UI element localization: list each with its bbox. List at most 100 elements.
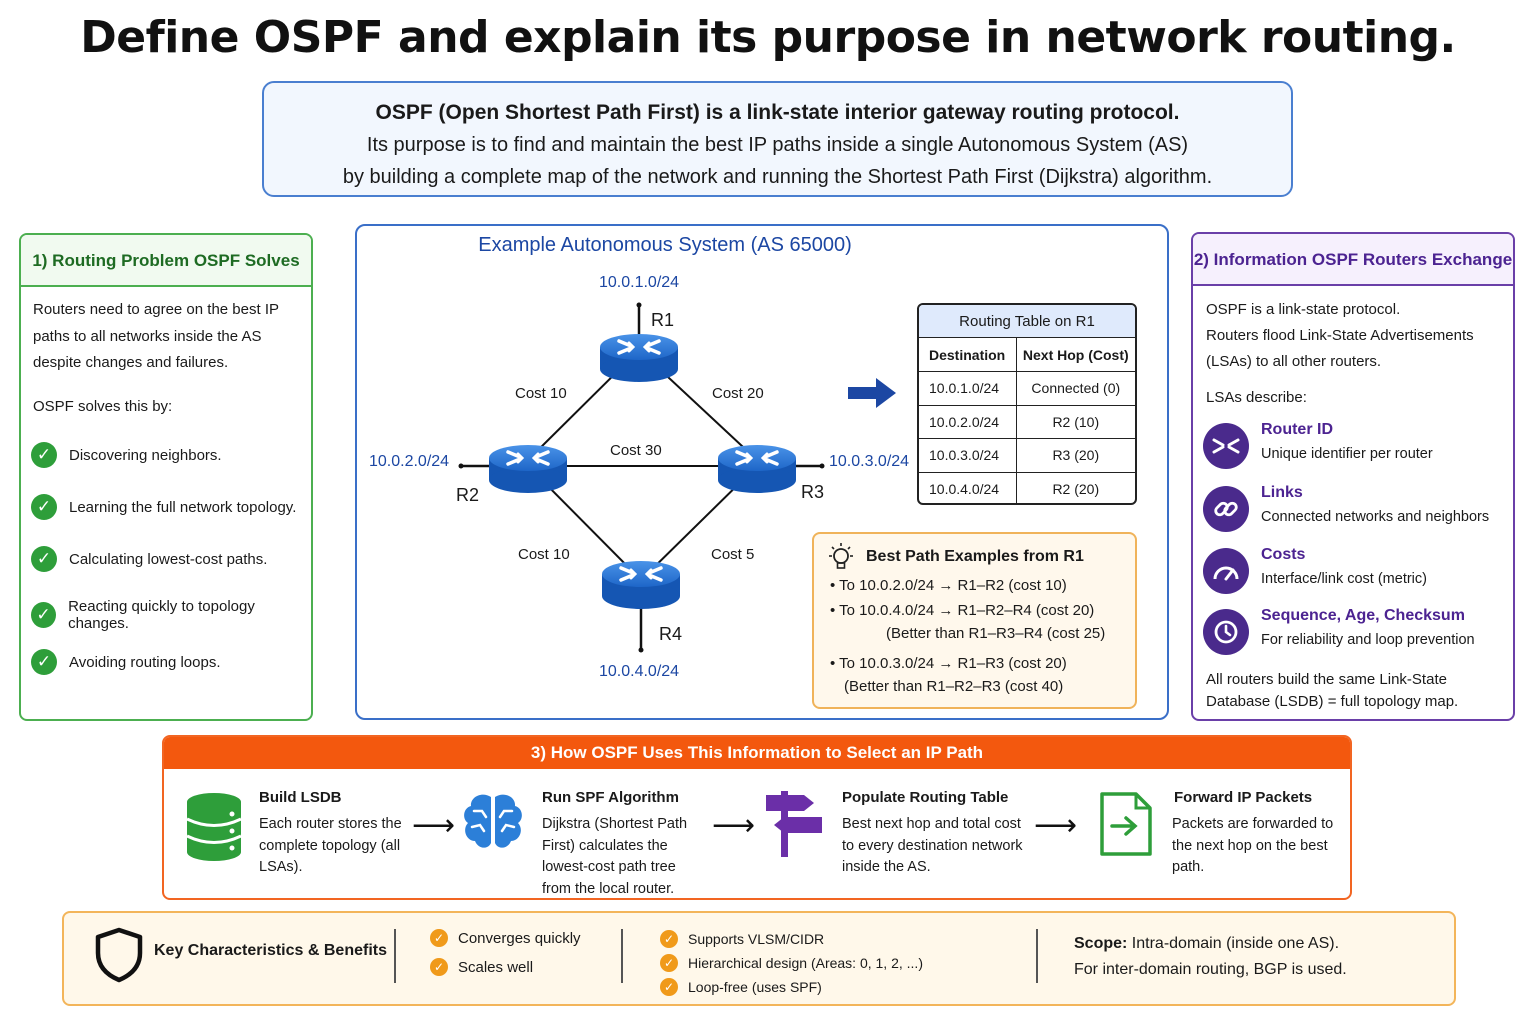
best-path-line: • To 10.0.4.0/24 → R1–R2–R4 (cost 20) — [830, 602, 1095, 619]
step-arrow-icon: ⟶ — [1034, 809, 1078, 842]
link-state-text: OSPF is a link-state protocol. — [1206, 301, 1401, 318]
router-label-r4: R4 — [659, 624, 683, 644]
router-r4-icon — [600, 559, 682, 611]
scope-line: Scope: Intra-domain (inside one AS). — [1074, 935, 1339, 953]
routing-problem-header: 1) Routing Problem OSPF Solves — [21, 235, 311, 287]
lsa-flood-text: Routers flood Link-State Advertisements … — [1206, 327, 1474, 370]
forward-icon — [1100, 792, 1152, 856]
lsa-item-links: Links Connected networks and neighbors — [1203, 484, 1513, 534]
divider — [621, 929, 623, 983]
characteristic-label: Scales well — [458, 958, 534, 976]
solves-label: OSPF solves this by: — [33, 398, 173, 415]
table-row: 10.0.3.0/24 R3 (20) — [919, 438, 1135, 473]
link-cost-r3-r4: Cost 5 — [711, 546, 755, 563]
check-icon: ✓ — [31, 602, 57, 628]
table-cell: 10.0.4.0/24 — [929, 481, 1000, 497]
step-arrow-icon: ⟶ — [712, 809, 756, 842]
information-exchange-panel: 2) Information OSPF Routers Exchange OSP… — [1191, 232, 1515, 721]
step-desc: Best next hop and total cost to every de… — [842, 816, 1023, 875]
step-title: Run SPF Algorithm — [542, 789, 679, 806]
path-selection-header: 3) How OSPF Uses This Information to Sel… — [164, 737, 1350, 769]
table-row: 10.0.2.0/24 R2 (10) — [919, 405, 1135, 439]
lsa-desc: For reliability and loop prevention — [1261, 632, 1475, 648]
routing-table-title: Routing Table on R1 — [919, 305, 1135, 338]
step-title: Populate Routing Table — [842, 789, 1009, 806]
divider — [1036, 929, 1038, 983]
lsas-label: LSAs describe: — [1206, 389, 1307, 406]
lsa-item-router-id: Router ID Unique identifier per router — [1203, 421, 1513, 471]
stub-n2-end — [458, 463, 464, 469]
lsa-name: Router ID — [1261, 421, 1333, 438]
router-label-r1: R1 — [651, 310, 675, 330]
check-icon: ✓ — [31, 649, 57, 675]
divider — [394, 929, 396, 983]
table-cell: Connected (0) — [1015, 371, 1135, 406]
lightbulb-icon — [829, 543, 853, 569]
check-item-label: Learning the full network topology. — [69, 498, 297, 516]
router-label-r2: R2 — [456, 485, 480, 505]
router-r2-icon — [487, 443, 569, 495]
information-exchange-header: 2) Information OSPF Routers Exchange — [1193, 234, 1513, 286]
characteristic-label: Supports VLSM/CIDR — [688, 931, 825, 947]
routing-table: Routing Table on R1 Destination Next Hop… — [917, 303, 1137, 505]
step-desc: Packets are forwarded to the next hop on… — [1172, 816, 1334, 875]
best-path-box: Best Path Examples from R1 • To 10.0.2.0… — [812, 532, 1137, 709]
definition-line-3: by building a complete map of the networ… — [342, 166, 1213, 188]
check-item: ✓Avoiding routing loops. — [31, 649, 221, 675]
lsa-name: Costs — [1261, 546, 1306, 563]
best-path-line: • To 10.0.3.0/24 → R1–R3 (cost 20) — [830, 655, 1067, 672]
check-icon: ✓ — [430, 929, 448, 947]
key-characteristics-label: Key Characteristics & Benefits — [154, 942, 387, 959]
router-label-r3: R3 — [801, 482, 825, 502]
clock-icon — [1203, 609, 1249, 655]
key-characteristics-box: Key Characteristics & Benefits ✓Converge… — [62, 911, 1456, 1006]
link-icon — [1203, 486, 1249, 532]
step-arrow-icon: ⟶ — [412, 809, 456, 842]
definition-box: OSPF (Open Shortest Path First) is a lin… — [262, 81, 1293, 197]
step-desc: Each router stores the complete topology… — [259, 816, 402, 875]
characteristic-label: Loop-free (uses SPF) — [688, 979, 822, 995]
link-cost-r2-r4: Cost 10 — [518, 546, 570, 563]
network-label-n2: 10.0.2.0/24 — [369, 453, 450, 470]
network-label-n1: 10.0.1.0/24 — [599, 274, 680, 291]
check-icon: ✓ — [31, 442, 57, 468]
step-desc: Dijkstra (Shortest Path First) calculate… — [542, 816, 688, 897]
characteristic-item: ✓Supports VLSM/CIDR — [660, 930, 824, 948]
database-icon — [186, 793, 242, 861]
characteristic-item: ✓ Hierarchical design (Areas: 0, 1, 2, ..… — [660, 954, 923, 972]
check-item-label: Calculating lowest-cost paths. — [69, 550, 268, 568]
characteristic-label: Hierarchical design (Areas: 0, 1, 2, ...… — [688, 955, 923, 971]
check-item: ✓ Learning the full network topology. — [31, 494, 296, 520]
check-icon: ✓ — [660, 954, 678, 972]
signpost-icon — [766, 791, 822, 857]
shield-icon — [95, 927, 143, 983]
table-cell: 10.0.3.0/24 — [919, 438, 1017, 473]
step-title: Build LSDB — [259, 789, 342, 806]
lsa-item-sequence: Sequence, Age, Checksum For reliability … — [1203, 607, 1513, 657]
column-header: Destination — [919, 338, 1017, 372]
definition-line-1: OSPF (Open Shortest Path First) is a lin… — [375, 101, 1180, 124]
characteristic-item: ✓Converges quickly — [430, 929, 581, 947]
best-path-note: (Better than R1–R2–R3 (cost 40) — [844, 678, 1064, 695]
router-r1-icon — [598, 332, 680, 384]
path-selection-section: 3) How OSPF Uses This Information to Sel… — [162, 735, 1352, 900]
check-icon: ✓ — [31, 494, 57, 520]
router-icon — [1203, 423, 1249, 469]
lsdb-footer: All routers build the same Link-State Da… — [1206, 671, 1459, 710]
definition-line-2: Its purpose is to find and maintain the … — [366, 134, 1189, 156]
stub-n1-end — [636, 302, 642, 308]
step-title: Forward IP Packets — [1174, 789, 1313, 806]
routing-table-grid: Destination Next Hop (Cost) 10.0.1.0/24 … — [919, 338, 1135, 503]
table-header-row: Destination Next Hop (Cost) — [919, 338, 1135, 372]
table-cell: R2 (10) — [1015, 405, 1135, 439]
check-item: ✓Calculating lowest-cost paths. — [31, 546, 267, 572]
check-icon: ✓ — [660, 978, 678, 996]
check-item: ✓ Reacting quickly to topology changes. — [31, 598, 311, 632]
brain-icon — [464, 794, 522, 848]
lsa-desc: Interface/link cost (metric) — [1261, 571, 1427, 587]
link-cost-r2-r3: Cost 30 — [610, 442, 662, 459]
scope-label: Scope: — [1074, 935, 1128, 952]
check-item-label: Reacting quickly to topology changes. — [68, 598, 255, 632]
table-cell: R3 (20) — [1015, 438, 1135, 473]
table-cell: 10.0.2.0/24 — [919, 405, 1017, 439]
